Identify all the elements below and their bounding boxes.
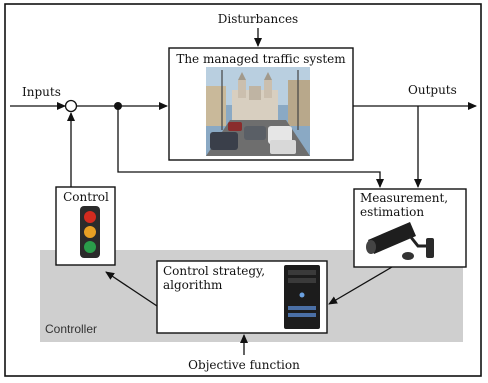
strategy-label-1: Control strategy, xyxy=(163,264,265,278)
strategy-label-2: algorithm xyxy=(163,278,223,292)
disturbances-label: Disturbances xyxy=(218,12,298,26)
feedforward-arrow xyxy=(117,106,384,188)
traffic-photo xyxy=(206,67,310,156)
system-label: The managed traffic system xyxy=(176,52,346,66)
outputs-label: Outputs xyxy=(408,83,457,97)
controller-label: Controller xyxy=(45,322,97,336)
inputs-label: Inputs xyxy=(22,85,61,99)
computer-tower-icon xyxy=(284,265,320,329)
measurement-to-strategy-arrow xyxy=(328,266,393,305)
traffic-light-icon xyxy=(80,206,100,258)
control-label: Control xyxy=(63,190,109,204)
measurement-label-1: Measurement, xyxy=(360,191,448,205)
summing-junction xyxy=(64,99,78,113)
measurement-label-2: estimation xyxy=(360,205,424,219)
camera-icon xyxy=(366,222,434,260)
strategy-to-control-arrow xyxy=(105,271,158,307)
objective-label: Objective function xyxy=(188,358,300,372)
